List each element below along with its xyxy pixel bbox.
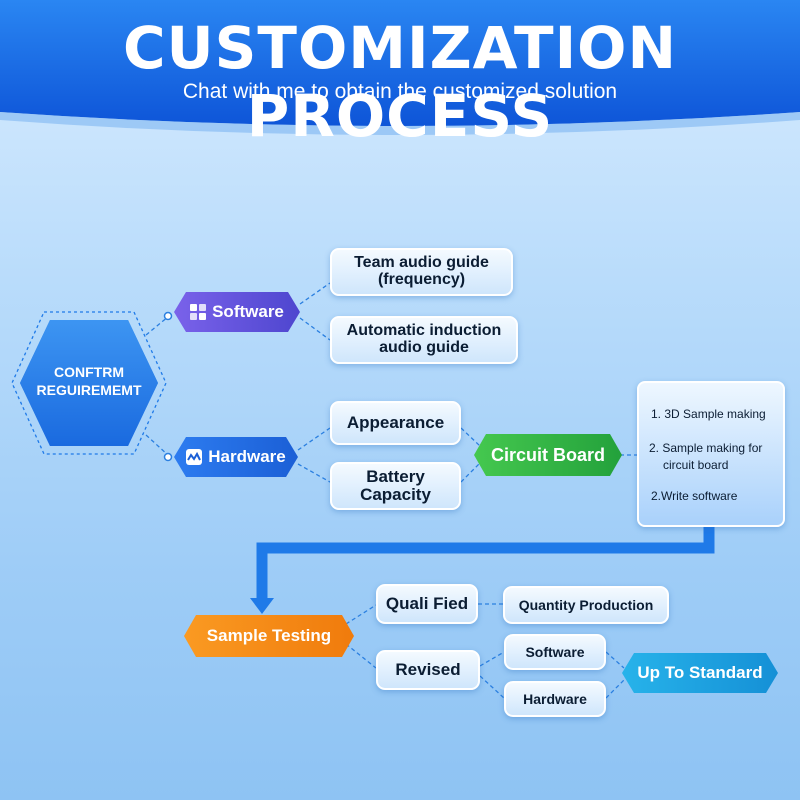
step-2-line1: 2. Sample making for <box>649 441 763 455</box>
hardware-item-appearance[interactable]: Appearance <box>330 401 461 445</box>
step-2-line2: circuit board <box>663 458 729 472</box>
qualified-result[interactable]: Quali Fied <box>376 584 478 624</box>
flow-arrow-head <box>250 598 274 614</box>
revised-software-label: Software <box>525 643 585 660</box>
hub-label: CONFTRM REGUIREMEMT <box>20 364 158 399</box>
step-1: 1. 3D Sample making <box>651 407 766 421</box>
circuit-steps-box: 1. 3D Sample making 2. Sample making for… <box>637 381 785 527</box>
connector-revised-hardware <box>479 675 505 699</box>
software-branch-label: Software <box>212 302 284 321</box>
quantity-production-label: Quantity Production <box>518 596 654 613</box>
qualified-label: Quali Fied <box>385 594 469 614</box>
connector-revised-software <box>479 651 505 667</box>
sample-testing-label: Sample Testing <box>206 626 332 645</box>
hardware-item-battery-line2: Capacity <box>360 485 431 504</box>
circuit-board-stage[interactable]: Circuit Board <box>474 434 622 476</box>
flow-arrow-line <box>256 526 715 600</box>
up-to-standard-label: Up To Standard <box>637 663 763 682</box>
revised-label: Revised <box>395 660 461 680</box>
software-item-2-line1: Automatic induction <box>346 322 502 340</box>
hub-label-line1: CONFTRM <box>54 364 124 380</box>
software-item-1-line1: Team audio guide <box>354 254 489 272</box>
node-dot-hardware <box>163 452 173 462</box>
revised-software-item[interactable]: Software <box>504 634 606 670</box>
hardware-branch-label: Hardware <box>208 447 286 466</box>
page-subtitle: Chat with me to obtain the customized so… <box>182 80 618 103</box>
hardware-branch[interactable]: Hardware <box>174 437 298 477</box>
up-to-standard-stage[interactable]: Up To Standard <box>622 653 778 693</box>
hub-hexagon-shape <box>11 311 167 455</box>
header-banner: CUSTOMIZATION PROCESS Chat with me to ob… <box>0 0 800 150</box>
header-background <box>0 0 800 135</box>
connector-hub-hardware <box>145 434 170 457</box>
connector-software-item2 <box>299 317 331 341</box>
connector-testing-qualified <box>345 604 377 625</box>
quantity-production-step[interactable]: Quantity Production <box>503 586 669 624</box>
software-item-team-audio-guide[interactable]: Team audio guide (frequency) <box>330 248 513 296</box>
software-item-2-line2: audio guide <box>379 339 469 356</box>
connector-hardware-appearance <box>297 427 331 451</box>
revised-result[interactable]: Revised <box>376 650 480 690</box>
software-item-automatic-induction[interactable]: Automatic induction audio guide <box>330 316 518 364</box>
sample-testing-stage[interactable]: Sample Testing <box>184 615 354 657</box>
connector-battery-circuit <box>460 462 481 483</box>
step-3: 2.Write software <box>651 489 738 503</box>
circuit-board-label: Circuit Board <box>490 444 605 465</box>
page-title: CUSTOMIZATION PROCESS <box>122 14 678 150</box>
connector-hardware-standard <box>605 679 625 699</box>
wave-icon <box>186 449 202 465</box>
connector-software-item1 <box>299 282 331 305</box>
connector-software-standard <box>605 651 625 669</box>
hub-label-line2: REGUIREMEMT <box>36 381 142 398</box>
node-dot-software <box>163 311 173 321</box>
hardware-item-battery-line1: Battery <box>366 467 425 487</box>
revised-hardware-label: Hardware <box>523 690 587 707</box>
software-item-1-line2: (frequency) <box>377 271 466 288</box>
revised-hardware-item[interactable]: Hardware <box>504 681 606 717</box>
hardware-item-appearance-label: Appearance <box>346 413 445 433</box>
connector-appearance-circuit <box>460 427 481 447</box>
software-branch[interactable]: Software <box>174 292 300 332</box>
hardware-item-battery-capacity[interactable]: Battery Capacity <box>330 462 461 510</box>
grid-icon <box>190 304 206 320</box>
connector-testing-revised <box>345 643 377 669</box>
connector-hardware-battery <box>297 463 331 483</box>
